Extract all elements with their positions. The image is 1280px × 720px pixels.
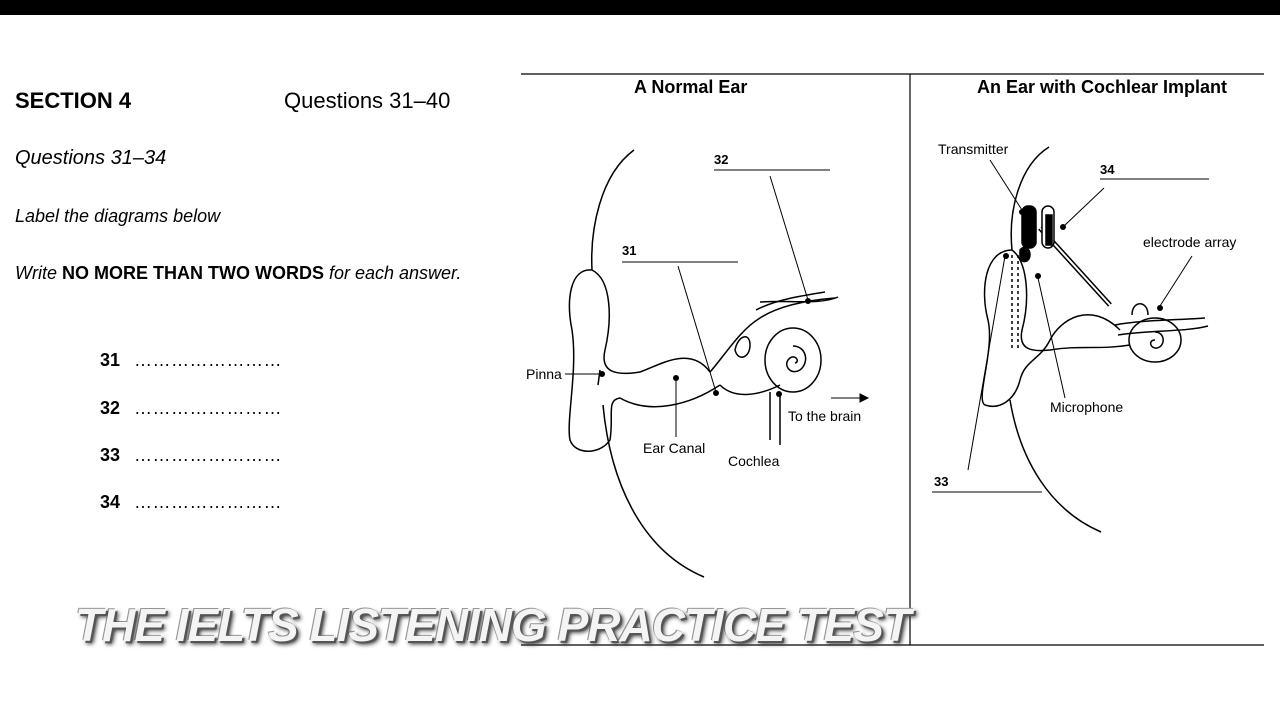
answer-blank[interactable]: …………………… xyxy=(134,350,282,370)
normal-ear-title: A Normal Ear xyxy=(634,77,748,97)
label-question-31: 31 xyxy=(622,243,637,258)
label-question-34: 34 xyxy=(1100,162,1115,177)
label-to-the-brain: To the brain xyxy=(788,408,862,424)
answer-number: 32 xyxy=(100,398,121,418)
label-microphone: Microphone xyxy=(1050,399,1124,415)
label-pinna: Pinna xyxy=(526,366,562,382)
label-cochlea: Cochlea xyxy=(728,453,780,469)
answer-row-34[interactable]: 34 …………………… xyxy=(100,492,282,513)
word-limit-instruction: Write NO MORE THAN TWO WORDS for each an… xyxy=(15,263,522,284)
word-limit-suffix: for each answer. xyxy=(323,263,462,283)
label-electrode-array: electrode array xyxy=(1143,234,1237,250)
word-limit-bold: NO MORE THAN TWO WORDS xyxy=(62,263,324,283)
answer-blank[interactable]: …………………… xyxy=(134,398,282,418)
watermark-text: THE IELTS LISTENING PRACTICE TEST xyxy=(75,599,911,651)
answer-row-33[interactable]: 33 …………………… xyxy=(100,445,282,466)
implant-ear-points xyxy=(1003,209,1163,311)
implant-ear-title: An Ear with Cochlear Implant xyxy=(977,77,1228,97)
implant-ear-drawing xyxy=(981,146,1209,533)
subheading: Questions 31–34 xyxy=(15,147,167,169)
implant-ear-leaders xyxy=(932,159,1209,493)
answer-blank[interactable]: …………………… xyxy=(134,445,282,465)
answer-row-31[interactable]: 31 …………………… xyxy=(100,350,282,371)
answer-number: 34 xyxy=(100,492,121,512)
word-limit-prefix: Write xyxy=(15,263,62,283)
instruction: Label the diagrams below xyxy=(15,206,221,226)
answer-number: 31 xyxy=(100,350,121,370)
normal-ear-points xyxy=(599,298,811,397)
section-title: SECTION 4 xyxy=(15,88,132,113)
label-transmitter: Transmitter xyxy=(938,141,1009,157)
question-range: Questions 31–40 xyxy=(284,88,451,113)
label-ear-canal: Ear Canal xyxy=(643,440,706,456)
answer-row-32[interactable]: 32 …………………… xyxy=(100,398,282,419)
label-question-33: 33 xyxy=(934,474,949,489)
normal-ear-leaders xyxy=(565,169,870,437)
answer-blank[interactable]: …………………… xyxy=(134,492,282,512)
normal-ear-drawing xyxy=(568,149,839,578)
answer-number: 33 xyxy=(100,445,121,465)
top-black-bar xyxy=(0,0,1280,15)
label-question-32: 32 xyxy=(714,152,729,167)
diagram-frame xyxy=(521,73,1264,646)
